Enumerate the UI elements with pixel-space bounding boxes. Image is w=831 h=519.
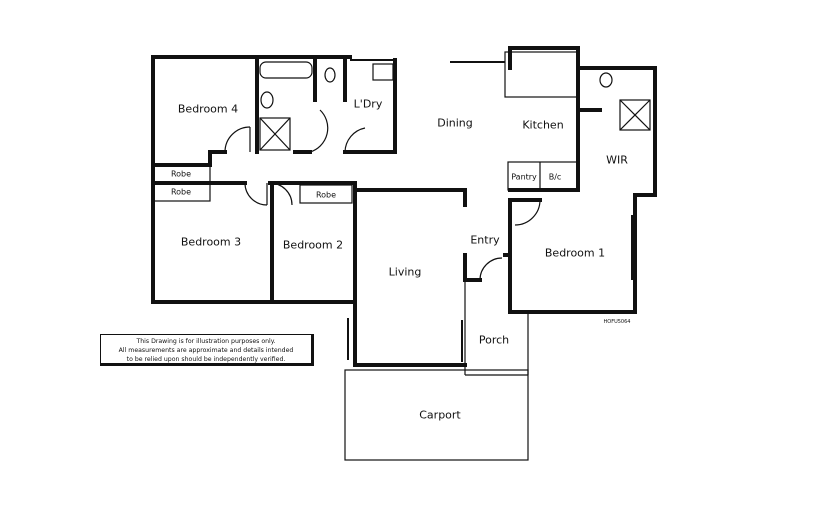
disclaimer-line: This Drawing is for illustration purpose… xyxy=(136,338,276,345)
room-label-carport: Carport xyxy=(419,408,461,422)
disclaimer-box: This Drawing is for illustration purpose… xyxy=(100,334,314,366)
room-label-bedroom2: Bedroom 2 xyxy=(282,238,344,252)
room-label-kitchen: Kitchen xyxy=(522,118,564,132)
room-label-porch: Porch xyxy=(478,333,510,347)
room-label-bic: B/c xyxy=(548,172,562,182)
plan-code: HOFU5064 xyxy=(603,319,631,325)
room-label-robe-bedroom2: Robe xyxy=(315,190,337,200)
room-label-entry: Entry xyxy=(470,233,500,247)
room-label-living: Living xyxy=(388,265,422,279)
room-label-pantry: Pantry xyxy=(511,172,537,182)
room-label-robe-bedroom4: Robe xyxy=(170,169,192,179)
room-label-bedroom4: Bedroom 4 xyxy=(177,102,239,116)
disclaimer-line: All measurements are approximate and det… xyxy=(118,347,294,354)
room-label-robe-bedroom3: Robe xyxy=(170,187,192,197)
room-label-wir: WIR xyxy=(606,153,628,167)
room-label-bedroom3: Bedroom 3 xyxy=(180,235,242,249)
room-label-laundry: L'Dry xyxy=(353,97,383,111)
disclaimer-line: to be relied upon should be independentl… xyxy=(126,356,286,363)
room-label-dining: Dining xyxy=(437,116,473,130)
room-label-bedroom1: Bedroom 1 xyxy=(544,246,606,260)
